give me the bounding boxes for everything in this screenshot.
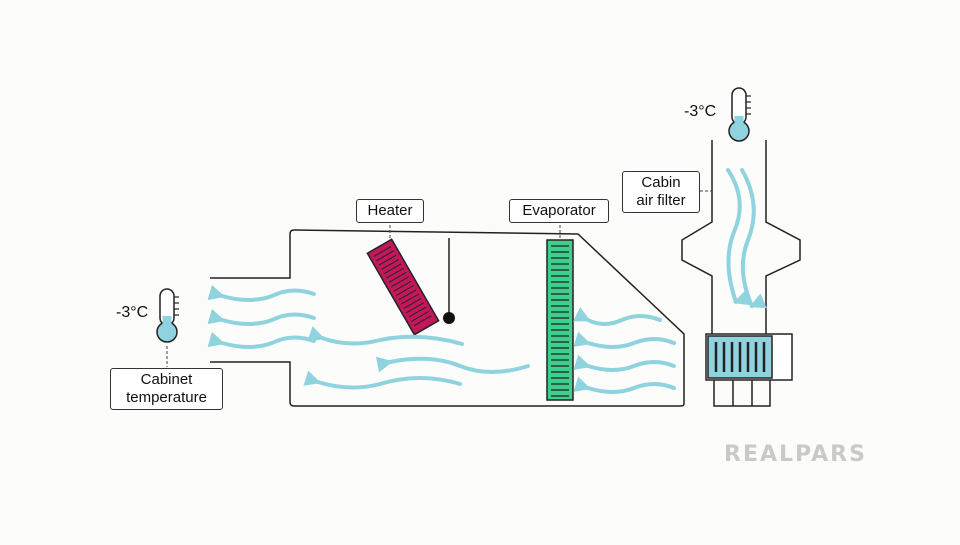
heater-element <box>366 238 440 336</box>
evaporator-fins <box>551 245 569 397</box>
airflow-heater-side <box>303 326 530 390</box>
cabinet-thermometer-icon <box>156 288 179 343</box>
cabinet-temperature-label: Cabinet temperature <box>110 368 223 410</box>
airflow-intake <box>726 168 767 309</box>
realpars-logo: REALPARS <box>724 442 867 467</box>
evaporator-coil <box>546 239 574 401</box>
leader-lines <box>166 190 712 367</box>
cabin-filter-label: Cabin air filter <box>622 171 700 213</box>
cabinet-temperature-reading: -3°C <box>116 304 149 321</box>
duct-housing <box>210 229 685 407</box>
evaporator-label-text: Evaporator <box>522 202 596 219</box>
heater-label: Heater <box>356 199 424 223</box>
airflow-evaporator-side <box>572 307 676 394</box>
cabin-filter-line1: Cabin <box>641 174 681 191</box>
cabin-filter-line2: air filter <box>636 192 686 209</box>
intake-duct <box>681 140 801 334</box>
heater-label-text: Heater <box>367 202 413 219</box>
airflow-outlet <box>207 284 316 349</box>
cabinet-temp-line1: Cabinet <box>140 371 193 388</box>
fan-blades <box>714 342 766 372</box>
inlet-temperature-reading: -3°C <box>684 103 717 120</box>
cabinet-temp-line2: temperature <box>126 389 207 406</box>
thermometer-icon <box>728 87 751 142</box>
heater-sensor-bulb <box>443 312 455 324</box>
evaporator-label: Evaporator <box>509 199 609 223</box>
fan-base <box>713 380 771 407</box>
